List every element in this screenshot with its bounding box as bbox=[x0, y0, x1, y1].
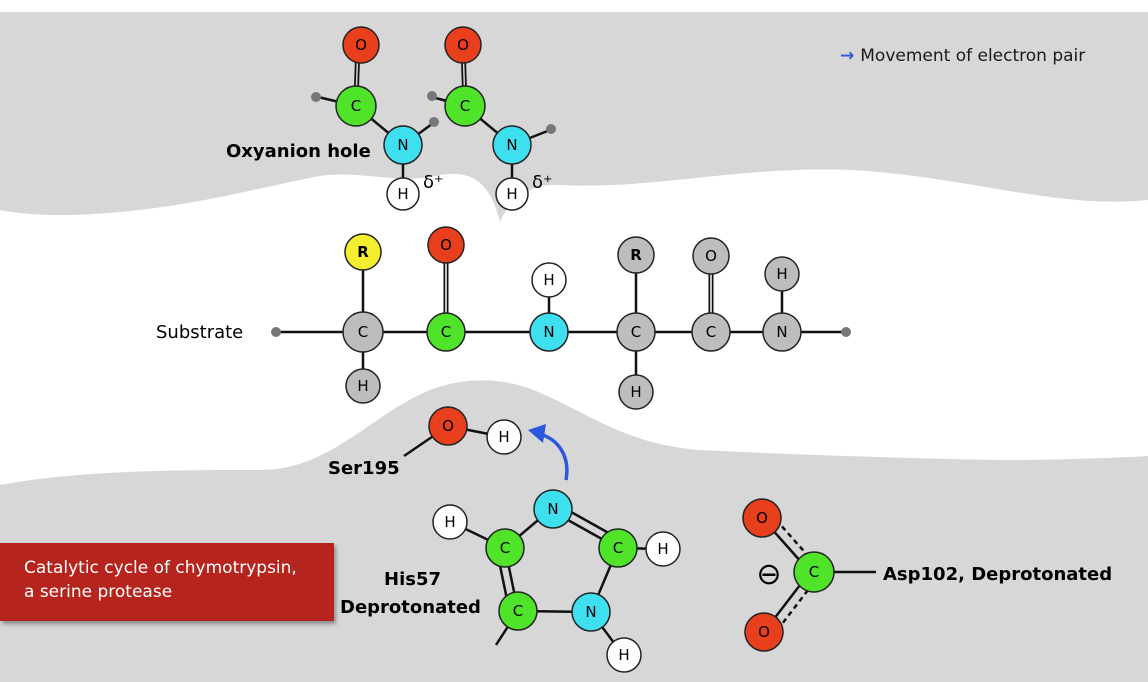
atom-hydrogen bbox=[618, 374, 654, 410]
atom-symbol: O bbox=[457, 36, 469, 54]
atom-oxygen bbox=[742, 498, 782, 538]
legend-text: Movement of electron pair bbox=[860, 46, 1086, 66]
atom-carbon bbox=[485, 528, 525, 568]
atom-hydrogen bbox=[386, 177, 420, 211]
atom-hydrogen bbox=[645, 531, 681, 567]
atom-symbol: C bbox=[631, 323, 641, 341]
atom-symbol: N bbox=[776, 323, 787, 341]
atom-symbol: H bbox=[397, 185, 408, 203]
asp102-label: Asp102, Deprotonated bbox=[883, 564, 1112, 585]
atom-carbon bbox=[598, 528, 638, 568]
atom-nitrogen bbox=[571, 592, 611, 632]
atom-oxygen bbox=[744, 612, 784, 652]
atom-symbol: O bbox=[442, 417, 454, 435]
atom-symbol: N bbox=[547, 500, 558, 518]
atom-symbol: O bbox=[355, 36, 367, 54]
atom-nitrogen bbox=[492, 125, 532, 165]
atom-oxygen bbox=[342, 26, 380, 64]
his57-label-line2: Deprotonated bbox=[340, 597, 481, 618]
atom-carbon-alpha-2 bbox=[616, 312, 656, 352]
atom-hydrogen bbox=[495, 177, 529, 211]
atom-nitrogen bbox=[533, 489, 573, 529]
blue-arrow-icon: → bbox=[840, 46, 855, 66]
atom-symbol: C bbox=[809, 563, 819, 581]
negative-charge-icon: ⊖ bbox=[756, 557, 781, 592]
electron-pair-arrow bbox=[539, 432, 569, 481]
legend: →Movement of electron pair bbox=[840, 46, 1085, 66]
atom-symbol: H bbox=[506, 185, 517, 203]
atom-r-group-2 bbox=[617, 236, 655, 274]
atom-carbon bbox=[444, 85, 486, 127]
atom-carbon bbox=[793, 551, 835, 593]
atom-hydrogen bbox=[486, 419, 522, 455]
his57-label-line1: His57 bbox=[384, 569, 441, 590]
delta-plus-label: δ⁺ bbox=[532, 172, 553, 193]
atom-symbol: C bbox=[460, 97, 470, 115]
atom-carbon-2 bbox=[691, 312, 731, 352]
atom-symbol: N bbox=[585, 603, 596, 621]
oxyanion-hole-residue-right: O C N H δ⁺ bbox=[427, 26, 556, 211]
delta-plus-label: δ⁺ bbox=[423, 172, 444, 193]
atom-symbol: R bbox=[357, 243, 369, 261]
atom-symbol: O bbox=[440, 236, 452, 254]
atom-symbol: H bbox=[543, 271, 554, 289]
substrate-chain: R C H O C H N R C H O C H N bbox=[271, 226, 851, 410]
atom-symbol: C bbox=[358, 323, 368, 341]
atom-oxygen-2 bbox=[692, 237, 730, 275]
enzyme-pocket-lower bbox=[0, 380, 1148, 682]
atom-symbol: O bbox=[705, 247, 717, 265]
atom-hydrogen bbox=[345, 368, 381, 404]
atom-symbol: O bbox=[756, 509, 768, 527]
substrate-label: Substrate bbox=[156, 322, 243, 343]
atom-symbol: C bbox=[500, 539, 510, 557]
atom-symbol: C bbox=[513, 602, 523, 620]
enzyme-pocket-upper bbox=[0, 12, 1148, 222]
atom-nitrogen bbox=[383, 125, 423, 165]
atom-carbon bbox=[498, 591, 538, 631]
atom-symbol: O bbox=[758, 623, 770, 641]
atom-symbol: H bbox=[498, 428, 509, 446]
oxyanion-hole-residue-left: O C N H δ⁺ bbox=[311, 26, 444, 211]
oxyanion-hole-label: Oxyanion hole bbox=[226, 141, 371, 162]
atom-symbol: H bbox=[630, 383, 641, 401]
atom-nitrogen-2 bbox=[762, 312, 802, 352]
atom-hydrogen bbox=[764, 256, 800, 292]
electron-pair-arrowhead bbox=[528, 424, 546, 443]
atom-symbol: H bbox=[657, 540, 668, 558]
ser195-residue: O H bbox=[403, 406, 522, 458]
atom-hydrogen bbox=[606, 637, 642, 673]
atom-symbol: C bbox=[351, 97, 361, 115]
atom-nitrogen-amide bbox=[529, 312, 569, 352]
caption-line1: Catalytic cycle of chymotrypsin, bbox=[24, 558, 297, 578]
atom-r-group bbox=[344, 233, 382, 271]
atom-oxygen-carbonyl bbox=[427, 226, 465, 264]
atom-symbol: H bbox=[444, 513, 455, 531]
atom-symbol: N bbox=[506, 136, 517, 154]
ser195-label: Ser195 bbox=[328, 458, 400, 479]
caption-line2: a serine protease bbox=[24, 582, 173, 602]
atom-carbon bbox=[335, 85, 377, 127]
atom-symbol: N bbox=[543, 323, 554, 341]
caption-banner: Catalytic cycle of chymotrypsin, a serin… bbox=[0, 543, 334, 621]
atom-symbol: H bbox=[357, 377, 368, 395]
atom-symbol: C bbox=[441, 323, 451, 341]
atom-symbol: C bbox=[613, 539, 623, 557]
atom-oxygen bbox=[444, 26, 482, 64]
atom-symbol: N bbox=[397, 136, 408, 154]
atom-symbol: C bbox=[706, 323, 716, 341]
atom-hydrogen bbox=[432, 504, 468, 540]
atom-hydrogen bbox=[531, 262, 567, 298]
atom-carbon-carbonyl bbox=[426, 312, 466, 352]
asp102-residue: O C O ⊖ bbox=[742, 498, 876, 652]
atom-carbon-alpha bbox=[342, 311, 384, 353]
atom-symbol: H bbox=[618, 646, 629, 664]
atom-oxygen bbox=[428, 406, 468, 446]
his57-residue: N C C C N H H H bbox=[432, 489, 681, 673]
atom-symbol: H bbox=[776, 265, 787, 283]
atom-symbol: R bbox=[630, 246, 642, 264]
